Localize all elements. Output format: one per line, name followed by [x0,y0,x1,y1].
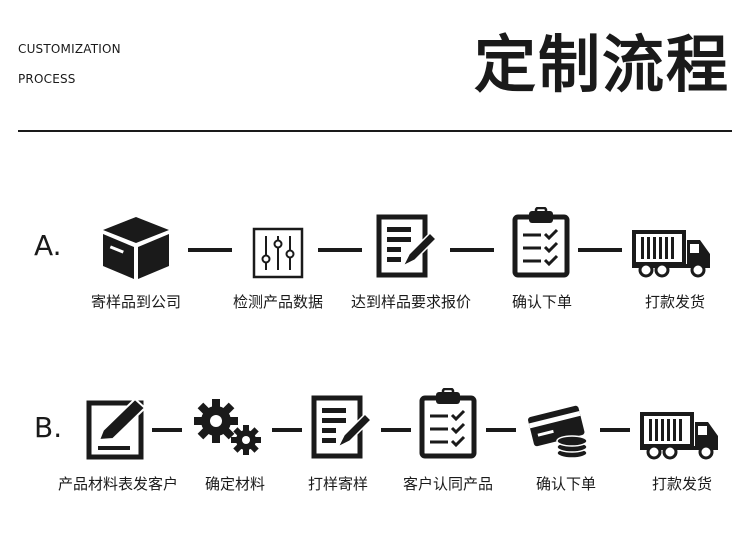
step-b3-label: 打样寄样 [307,475,369,493]
connector [152,428,182,432]
step-a4-label: 确认下单 [511,293,573,311]
connector [272,428,302,432]
header-divider [18,130,732,132]
gears-icon [194,399,261,455]
step-b6-label: 打款发货 [651,475,713,493]
connector [486,428,516,432]
sliders-icon [252,227,304,279]
step-a1-label: 寄样品到公司 [90,293,182,311]
connector [381,428,411,432]
truck-icon [640,412,718,460]
step-b4-label: 客户认同产品 [402,475,494,493]
connector [188,248,232,252]
connector [318,248,362,252]
english-title-line-2: PROCESS [18,72,76,86]
row-a-label: A. [34,229,62,262]
step-b1-label: 产品材料表发客户 [57,475,179,493]
step-b2-label: 确定材料 [204,475,266,493]
truck-icon [632,230,710,278]
row-b-label: B. [34,411,63,444]
connector [578,248,622,252]
document-pen-icon [376,214,438,278]
card-coins-icon [528,405,588,459]
connector [600,428,630,432]
connector [450,248,494,252]
step-a3-label: 达到样品要求报价 [350,293,472,311]
clipboard-checklist-icon [512,207,570,278]
english-title-line-1: CUSTOMIZATION [18,42,121,56]
box-icon [103,217,169,279]
page-title: 定制流程 [473,28,730,101]
document-pen-icon [311,395,373,459]
clipboard-checklist-icon [419,388,477,459]
step-b5-label: 确认下单 [535,475,597,493]
step-a5-label: 打款发货 [644,293,706,311]
step-a2-label: 检测产品数据 [232,293,324,311]
edit-pen-icon [86,397,147,460]
